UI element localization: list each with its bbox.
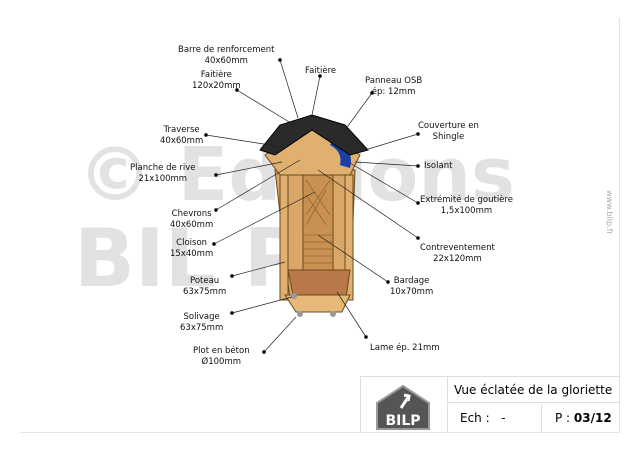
leader-lines	[204, 58, 420, 354]
label-faitiere-right: Faitière	[305, 66, 337, 76]
scale-label: Ech :	[460, 411, 490, 425]
bilp-logo-icon: BILP	[376, 384, 430, 430]
scale-value: -	[501, 411, 506, 425]
gloriette-drawing	[259, 114, 369, 317]
label-isolant: Isolant	[424, 161, 453, 171]
drawing-title: Vue éclatée de la gloriette	[447, 377, 620, 403]
label-lame: Lame ép. 21mm	[370, 343, 440, 353]
scale-field: Ech : -	[447, 404, 542, 433]
page-number: 03/12	[573, 411, 612, 425]
logo-text: BILP	[385, 413, 420, 429]
watermark-line2: BIL P	[74, 212, 303, 305]
page-field: P : 03/12	[543, 404, 620, 433]
title-block: BILP Vue éclatée de la gloriette Ech : -…	[360, 376, 620, 433]
sheet-frame	[20, 18, 620, 433]
page-label: P :	[555, 411, 571, 425]
bilp-logo: BILP	[373, 383, 433, 435]
